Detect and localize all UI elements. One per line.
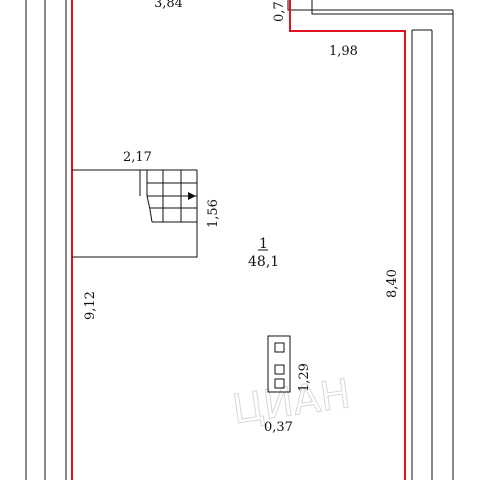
dimension-right-wall: 8,40 <box>385 269 400 298</box>
column <box>267 335 291 393</box>
dimension-stair-depth: 1,56 <box>206 199 221 228</box>
dimension-column-height: 1,29 <box>297 363 312 392</box>
dimension-stair-width: 2,17 <box>123 150 152 165</box>
room-area: 48,1 <box>248 254 279 270</box>
outer-walls <box>25 0 454 480</box>
room-outline <box>71 0 406 480</box>
dimension-top-wall: 3,84 <box>154 0 183 11</box>
dimension-notch-width: 1,98 <box>329 44 358 59</box>
dimension-column-width: 0,37 <box>264 420 293 435</box>
staircase <box>72 169 198 258</box>
room-number: 1 <box>259 236 268 252</box>
stair-arrow-icon <box>188 192 196 200</box>
dimension-left-wall: 9,12 <box>83 291 98 320</box>
dimension-notch-height: 0,7 <box>272 1 287 22</box>
